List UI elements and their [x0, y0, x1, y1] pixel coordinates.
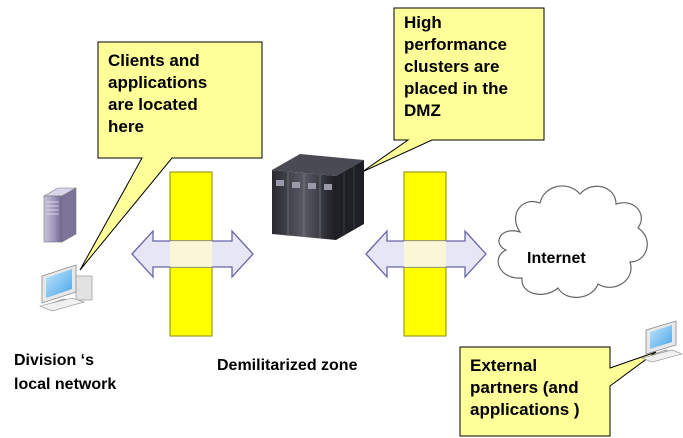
client-computer-icon	[39, 264, 93, 312]
callout-clusters-text: High performance clusters are placed in …	[404, 13, 508, 120]
server-icon	[42, 187, 78, 243]
callout-external-box	[459, 346, 657, 437]
internet-label: Internet	[527, 250, 586, 267]
callout-external-text: External partners (and applications )	[470, 356, 580, 419]
callout-clusters-box	[361, 7, 545, 173]
cloud-icon	[497, 185, 648, 298]
external-computer-icon	[641, 320, 683, 363]
division-network-label: Division ‘s local network	[14, 352, 117, 393]
callout-clients-text: Clients and applications are located her…	[108, 51, 208, 136]
cluster-rack-icon	[272, 154, 364, 240]
dmz-label: Demilitarized zone	[217, 357, 358, 374]
double-arrow-right	[365, 229, 487, 279]
callout-clients-box	[79, 41, 263, 271]
double-arrow-left	[131, 229, 254, 279]
